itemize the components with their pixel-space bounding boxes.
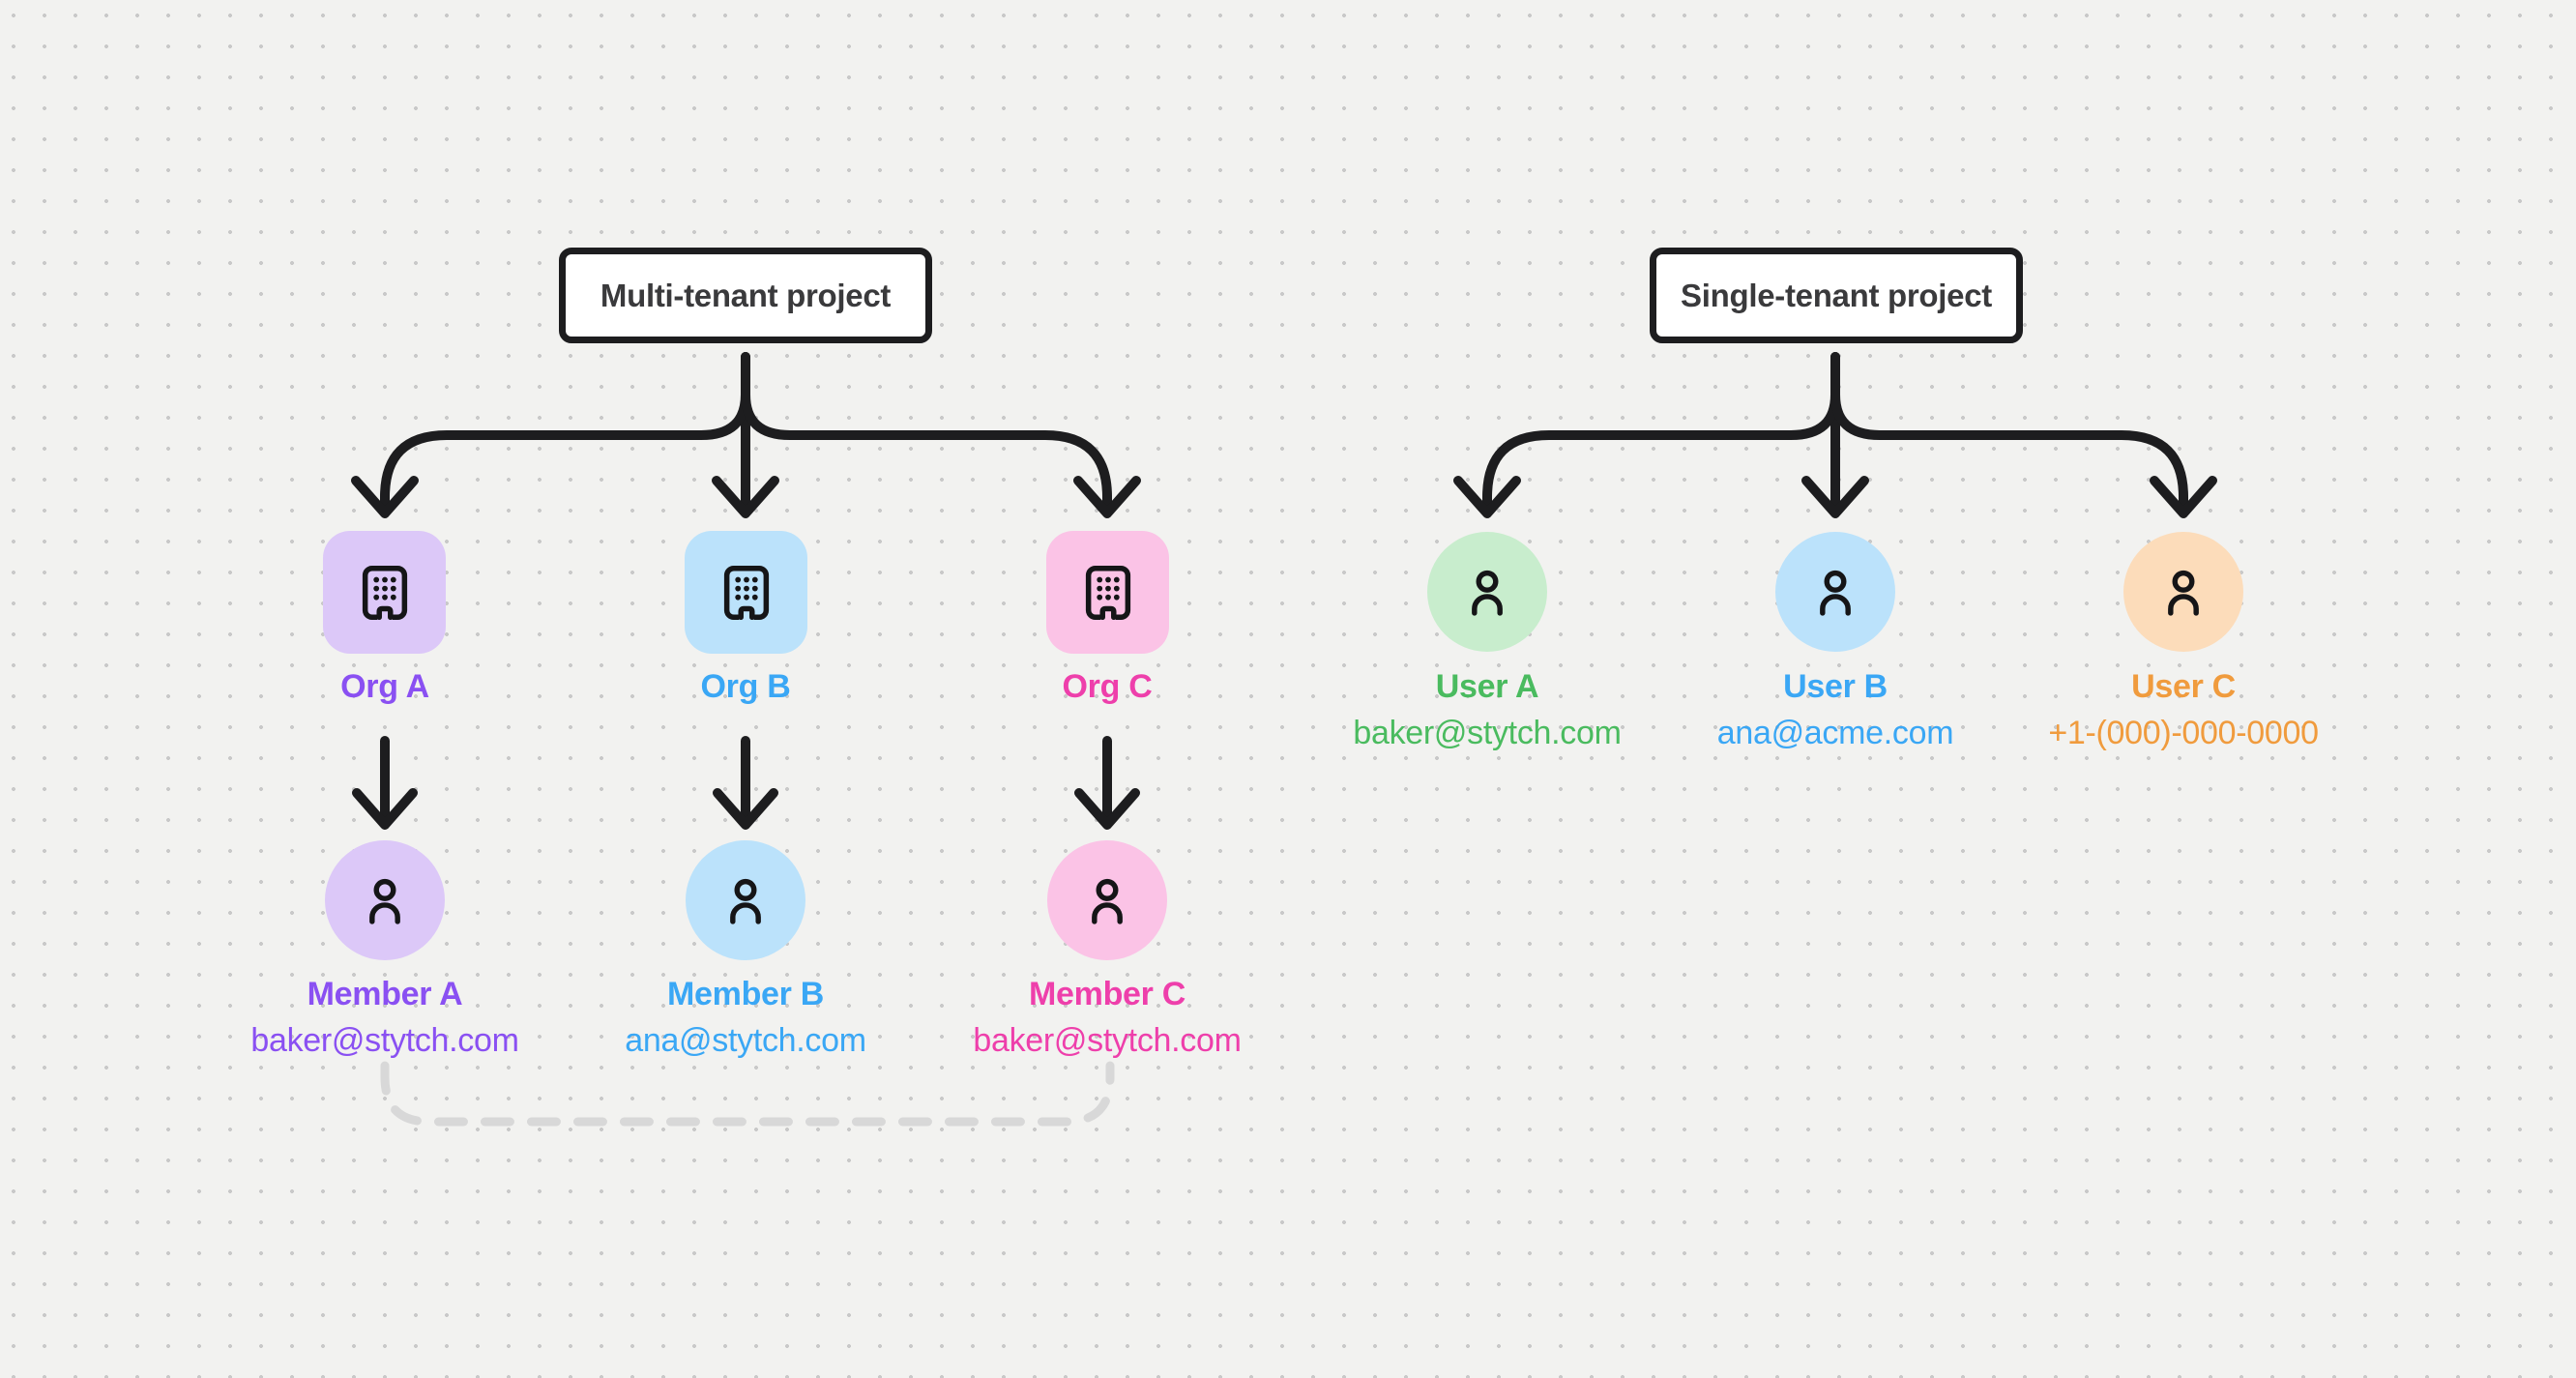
person-icon [1472, 570, 1503, 616]
arrowhead-user-c [2150, 476, 2217, 518]
member-contact: baker@stytch.com [973, 1022, 1242, 1059]
building-icon [1085, 565, 1130, 621]
org-label: Org B [700, 668, 791, 705]
org-a-tile [323, 531, 446, 654]
person-icon [369, 878, 400, 924]
arrowhead-member-b [713, 788, 778, 830]
arrowhead-member-a [352, 788, 418, 830]
user-contact: ana@acme.com [1716, 715, 1954, 751]
single-tenant-branch-connector [1453, 352, 2217, 518]
person-icon [1820, 570, 1851, 616]
multi-tenant-project-box: Multi-tenant project [559, 248, 932, 343]
member-label: Member A [307, 976, 463, 1012]
user-c-avatar [2123, 532, 2243, 652]
branch-left-line [380, 352, 750, 513]
arrowhead-org-a [351, 476, 419, 518]
arrowhead-member-c [1074, 788, 1140, 830]
user-label: User B [1783, 668, 1888, 705]
user-a-avatar [1427, 532, 1547, 652]
person-icon [730, 878, 761, 924]
user-label: User C [2131, 668, 2236, 705]
user-contact: baker@stytch.com [1353, 715, 1622, 751]
org-label: Org C [1062, 668, 1153, 705]
org-b-tile [685, 531, 807, 654]
building-icon [362, 565, 407, 621]
project-title: Multi-tenant project [600, 277, 892, 313]
member-label: Member C [1029, 976, 1186, 1012]
branch-right-line [1830, 352, 2188, 513]
org-label: Org A [340, 668, 429, 705]
member-contact: baker@stytch.com [250, 1022, 519, 1059]
members-dashed-link [380, 1061, 1115, 1127]
project-title: Single-tenant project [1681, 277, 1992, 313]
multi-tenant-branch-connector [351, 352, 1141, 830]
person-icon [1092, 878, 1123, 924]
user-contact: +1-(000)-000-0000 [2048, 715, 2319, 751]
org-c-tile [1046, 531, 1169, 654]
member-label: Member B [667, 976, 824, 1012]
building-icon [723, 565, 769, 621]
member-c-avatar [1047, 840, 1167, 960]
arrowhead-org-b [712, 476, 779, 518]
person-icon [2168, 570, 2199, 616]
user-b-avatar [1775, 532, 1895, 652]
user-label: User A [1435, 668, 1539, 705]
single-tenant-project-box: Single-tenant project [1650, 248, 2023, 343]
member-a-avatar [325, 840, 445, 960]
branch-right-line [741, 352, 1112, 513]
arrowhead-user-b [1801, 476, 1869, 518]
arrowhead-user-a [1453, 476, 1521, 518]
member-b-avatar [686, 840, 805, 960]
branch-left-line [1482, 352, 1840, 513]
arrowhead-org-c [1073, 476, 1141, 518]
member-contact: ana@stytch.com [625, 1022, 866, 1059]
